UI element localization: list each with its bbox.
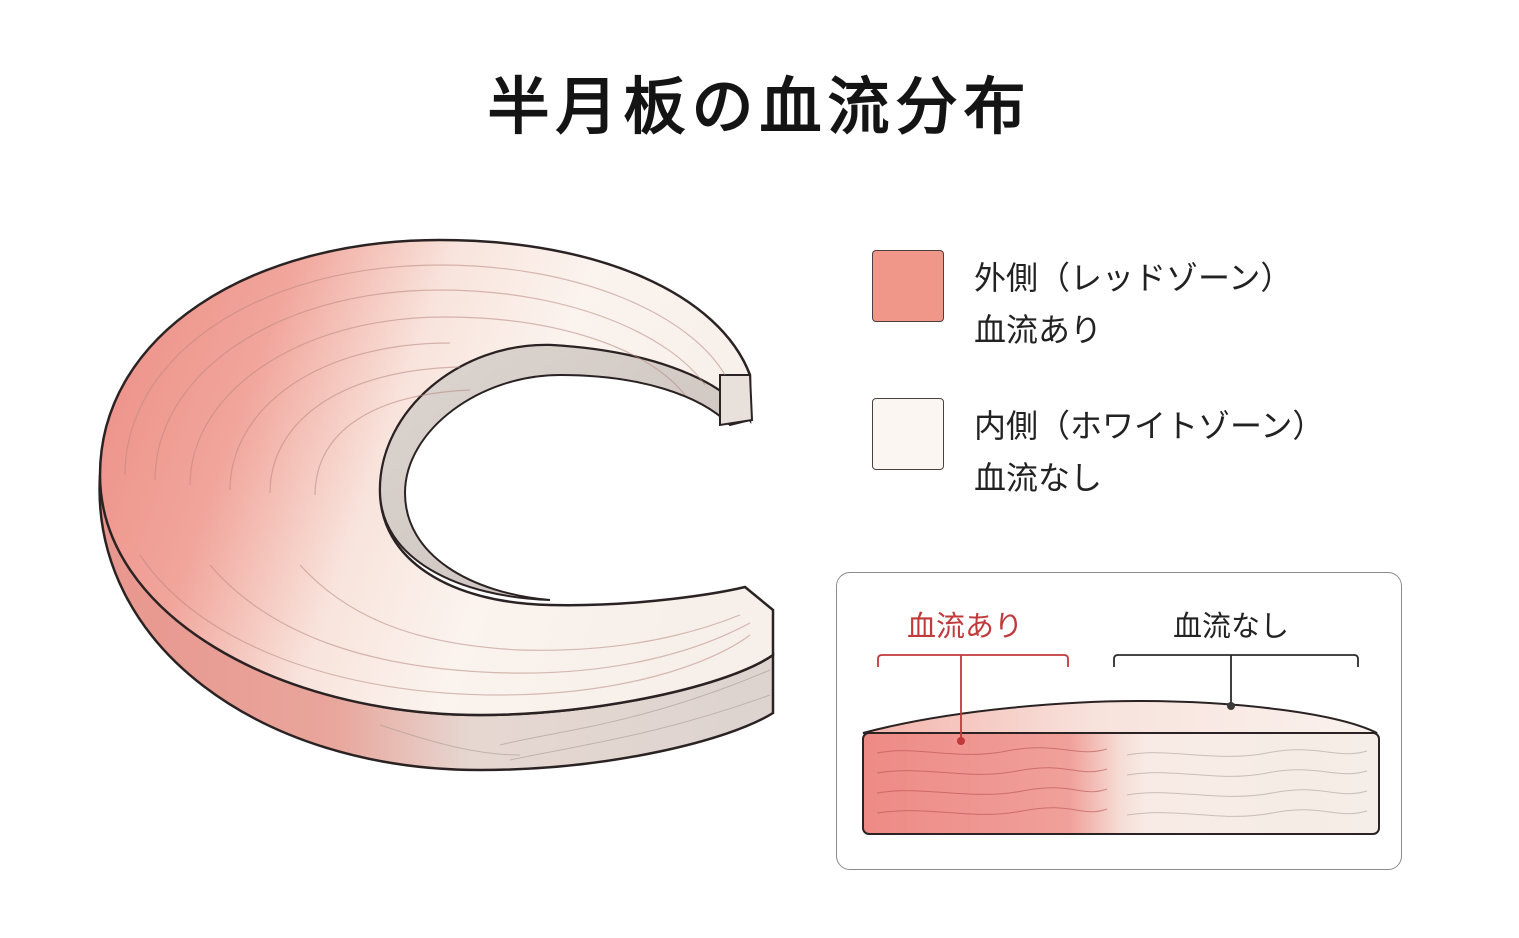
white-zone-desc: 血流なし bbox=[974, 459, 1103, 497]
page-title: 半月板の血流分布 bbox=[487, 70, 1032, 143]
red-zone-desc: 血流あり bbox=[974, 311, 1103, 349]
cross-section-diagram bbox=[862, 654, 1380, 835]
red-zone-title: 外側（レッドゾーン） bbox=[974, 259, 1293, 297]
blood-flow-yes-label: 血流あり bbox=[907, 609, 1024, 643]
meniscus-illustration bbox=[98, 238, 775, 772]
white-zone-swatch bbox=[872, 398, 944, 470]
cross-section-panel: 血流あり 血流なし bbox=[836, 572, 1402, 870]
red-zone-swatch bbox=[872, 250, 944, 322]
blood-flow-no-label: 血流なし bbox=[1173, 609, 1290, 643]
white-zone-title: 内側（ホワイトゾーン） bbox=[974, 407, 1325, 445]
